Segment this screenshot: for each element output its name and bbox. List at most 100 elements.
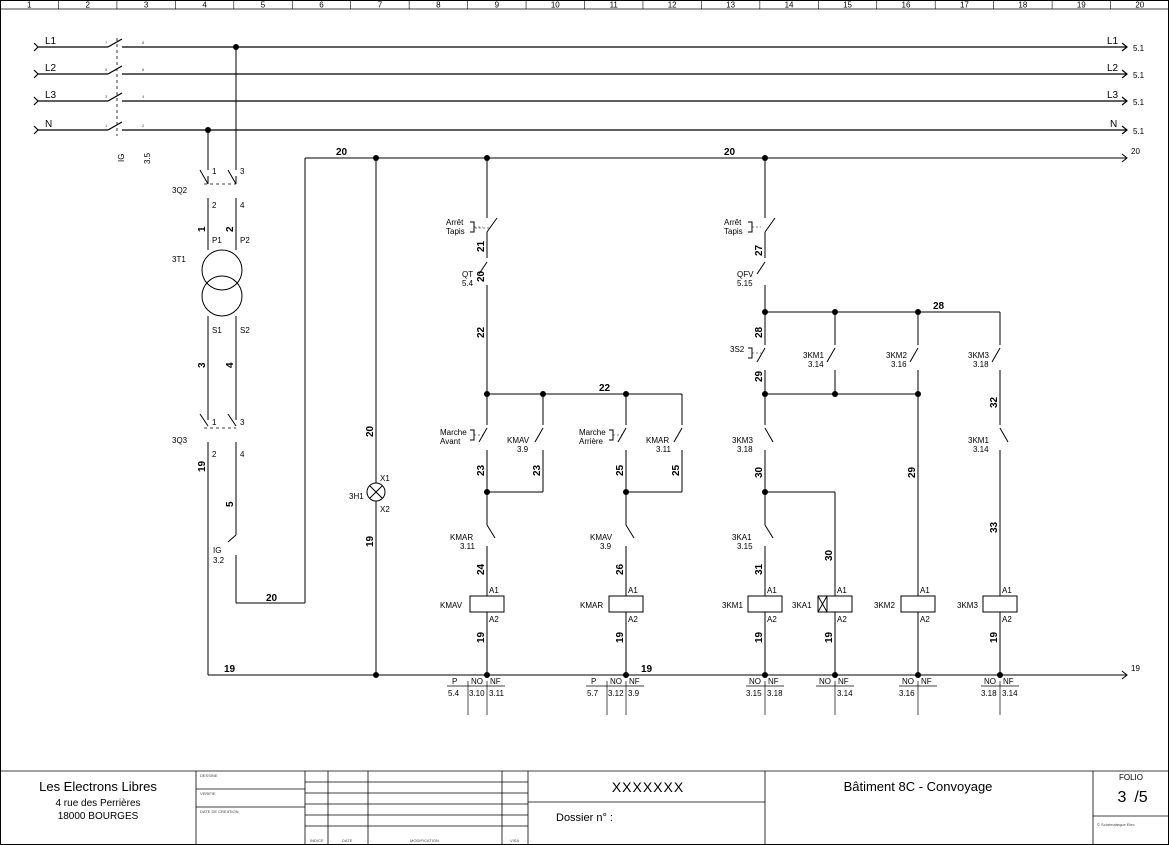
column-number: 16 (902, 1, 911, 10)
wire-number: 19 (989, 631, 1000, 643)
q3-terminal-3: 3 (240, 418, 245, 427)
ct2-h0: P (591, 677, 596, 686)
field-checked-label: VERIFIE (200, 791, 216, 796)
coil-a2-3km1: A2 (767, 615, 777, 624)
column-number: 18 (1018, 1, 1027, 10)
wire-number: 29 (907, 466, 918, 478)
column-number: 3 (144, 1, 149, 10)
ct6-v0: 3.18 (981, 689, 997, 698)
sheet-total: /5 (1134, 789, 1147, 806)
ct5-h0: NO (902, 677, 914, 686)
wire-number: 19 (754, 631, 765, 643)
column-number: 13 (726, 1, 735, 10)
ct1-v1: 3.10 (469, 689, 485, 698)
wire-number: 19 (615, 631, 626, 643)
kmar-interlock-label: KMAR (450, 533, 473, 542)
lamp-label: 3H1 (349, 492, 364, 501)
wire-number: 19 (224, 664, 236, 675)
skm1-b-label: 3KM1 (968, 436, 989, 445)
column-number: 6 (319, 1, 324, 10)
column-number: 14 (785, 1, 794, 10)
ct4-h0: NO (819, 677, 831, 686)
line-ref-n: 5.1 (1133, 127, 1145, 136)
wire-number: 30 (754, 466, 765, 478)
ct3-h1: NF (768, 677, 779, 686)
ct3-v1: 3.18 (767, 689, 783, 698)
wire-number: 23 (532, 464, 543, 476)
main-switch-label: IG (117, 154, 126, 162)
wire-number: 32 (989, 396, 1000, 408)
coil-label-3ka1: 3KA1 (792, 601, 812, 610)
column-number: 7 (378, 1, 383, 10)
junction-dots (205, 44, 1003, 678)
ska1-ref: 3.15 (737, 542, 753, 551)
wire-number: 31 (754, 563, 765, 575)
line-label-l2-left: L2 (45, 63, 57, 74)
coil-label-3km3: 3KM3 (957, 601, 978, 610)
transformer-p1: P1 (212, 236, 222, 245)
sheet-number: 3 (1118, 789, 1127, 806)
q3-label: 3Q3 (172, 436, 188, 445)
ct3-h0: NO (749, 677, 761, 686)
wire-number: 5 (225, 501, 236, 507)
q3-terminal-1: 1 (212, 418, 217, 427)
column-number: 19 (1077, 1, 1086, 10)
field-drawn-label: DESSINE (200, 773, 218, 778)
transformer-p2: P2 (240, 236, 250, 245)
ct1-v2: 3.11 (489, 689, 505, 698)
wiring (199, 47, 1128, 715)
contact-tables: P NO NF 5.4 3.10 3.11 P NO NF 5.7 3.12 3… (448, 677, 1018, 698)
ct2-v0: 5.7 (587, 689, 599, 698)
lamp-x1: X1 (380, 474, 390, 483)
ct1-h1: NO (471, 677, 483, 686)
q2-terminal-3: 3 (240, 167, 245, 176)
q2-terminal-1: 1 (212, 167, 217, 176)
company-name: Les Electrons Libres (39, 779, 157, 794)
line-label-l3-right: L3 (1107, 90, 1119, 101)
q2-terminal-4: 4 (240, 201, 245, 210)
wire-number: 19 (641, 664, 653, 675)
wire-number: 21 (476, 240, 487, 252)
ct3-v0: 3.15 (746, 689, 762, 698)
skm1-b-ref: 3.14 (973, 445, 989, 454)
q2-terminal-2: 2 (212, 201, 217, 210)
wire-number: 28 (933, 301, 945, 312)
company-address-2: 18000 BOURGES (58, 811, 139, 822)
wire-number: 19 (365, 535, 376, 547)
device-labels: 3Q2 1 2 3 4 3T1 P1 P2 S1 S2 3Q3 1 2 3 4 … (172, 167, 989, 565)
ig-terminal-5: 5 (105, 67, 108, 72)
coil-a2-3ka1: A2 (837, 615, 847, 624)
ct1-h2: NF (490, 677, 501, 686)
ct5-h1: NF (921, 677, 932, 686)
lamp-x2: X2 (380, 505, 390, 514)
s2-label: 3S2 (730, 345, 745, 354)
wire-number: 24 (476, 563, 487, 575)
line-ref-l3: 5.1 (1133, 98, 1145, 107)
coil-a2-3km3: A2 (1002, 615, 1012, 624)
rev-btn-label-1: Marche (579, 428, 606, 437)
wire-number: 19 (197, 460, 208, 472)
coil-a1-3km1: A1 (767, 586, 777, 595)
ct4-v1: 3.14 (837, 689, 853, 698)
ct5-v0: 3.16 (899, 689, 915, 698)
column-number: 12 (668, 1, 677, 10)
title-block: Les Electrons Libres 4 rue des Perrières… (39, 773, 1148, 843)
project-code: XXXXXXX (612, 779, 684, 795)
kmav-hold-ref: 3.9 (517, 445, 529, 454)
wire-number: 2 (225, 226, 236, 232)
field-date-label: DATE DE CREATION (200, 809, 239, 814)
column-number: 10 (551, 1, 560, 10)
wire-number: 20 (266, 593, 278, 604)
coil-a1-kmar: A1 (628, 586, 638, 595)
wire-number: 22 (599, 383, 611, 394)
wire-number: 25 (615, 464, 626, 476)
skm3-b-ref: 3.18 (737, 445, 753, 454)
rev-btn-label-2: Arrière (579, 437, 604, 446)
wire-number: 1 (197, 226, 208, 232)
coil-label-3km1: 3KM1 (722, 601, 743, 610)
wire-numbers: 20 20 20 20 19 19 19 19 19 19 19 19 19 2… (197, 147, 1140, 675)
col-index-label: INDICE (310, 838, 324, 843)
control-bus-ref-top: 20 (1131, 147, 1140, 156)
wire-number: 19 (476, 631, 487, 643)
ct1-v0: 5.4 (448, 689, 460, 698)
